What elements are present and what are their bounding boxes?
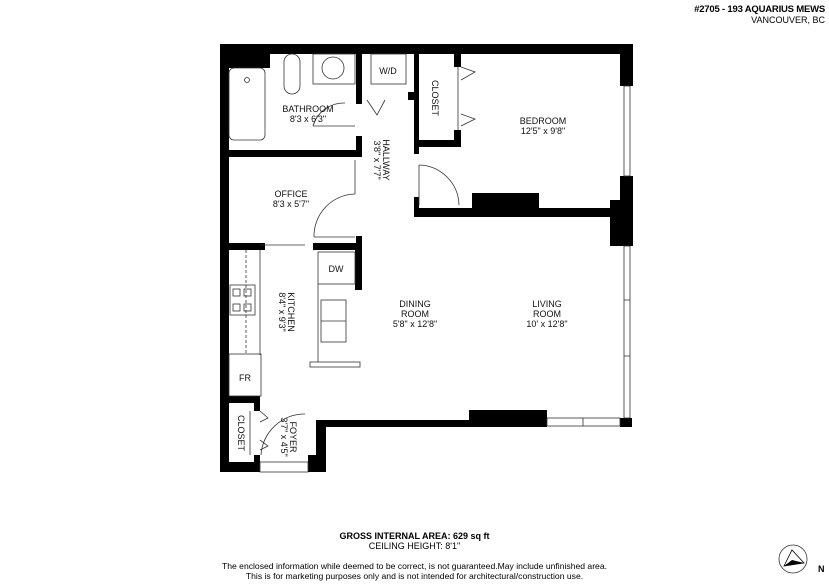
living-label-2: ROOM	[533, 309, 561, 319]
ceiling-height: CEILING HEIGHT: 8'1"	[368, 541, 461, 551]
foyer-closet-label: CLOSET	[236, 415, 246, 452]
disclaimer-line-2: This is for marketing purposes only and …	[245, 571, 584, 581]
property-header: #2705 - 193 AQUARIUS MEWS VANCOUVER, BC	[694, 4, 825, 26]
sink-icon	[321, 56, 345, 80]
property-city: VANCOUVER, BC	[751, 15, 825, 25]
hallway-label: HALLWAY	[381, 139, 391, 180]
fr-label: FR	[239, 373, 251, 383]
bathroom-label: BATHROOM	[282, 104, 333, 114]
living-label: LIVING	[532, 299, 562, 309]
bedroom-closet-label: CLOSET	[430, 80, 440, 117]
dining-size: 5'8" x 12'8"	[393, 319, 437, 329]
north-label: N	[818, 564, 825, 574]
bedroom-size: 12'5" x 9'8"	[521, 126, 565, 136]
dining-label: DINING	[399, 299, 431, 309]
gross-area: GROSS INTERNAL AREA: 629 sq ft	[339, 531, 490, 541]
foyer-label: FOYER	[288, 421, 298, 453]
kitchen-label: KITCHEN	[286, 292, 296, 332]
living-size: 10' x 12'8"	[526, 319, 567, 329]
kitchen-size: 8'4" x 9'3"	[277, 292, 287, 331]
hallway-size: 3'8" x 7'7"	[372, 140, 382, 179]
fixtures	[228, 53, 631, 473]
office-size: 8'3 x 5'7"	[273, 199, 309, 209]
compass: N	[773, 541, 825, 582]
room-labels: BATHROOM 8'3 x 6'3" W/D CLOSET HALLWAY 3…	[236, 66, 568, 457]
walls	[220, 44, 633, 472]
office-label: OFFICE	[275, 189, 308, 199]
north-arrow-icon: N	[778, 544, 825, 574]
cooktop-icon	[229, 284, 256, 316]
wd-label: W/D	[379, 66, 397, 76]
disclaimer-line-1: The enclosed information while deemed to…	[221, 561, 608, 571]
bedroom-label: BEDROOM	[520, 116, 567, 126]
toilet-icon	[283, 53, 301, 95]
dw-label: DW	[329, 264, 344, 274]
fridge-icon	[228, 353, 262, 397]
bathtub-icon	[228, 67, 266, 141]
bathroom-size: 8'3 x 6'3"	[290, 114, 326, 124]
dining-label-2: ROOM	[401, 309, 429, 319]
foyer-size: 3'7" x 4'5"	[279, 417, 289, 456]
property-address: #2705 - 193 AQUARIUS MEWS	[694, 4, 825, 15]
